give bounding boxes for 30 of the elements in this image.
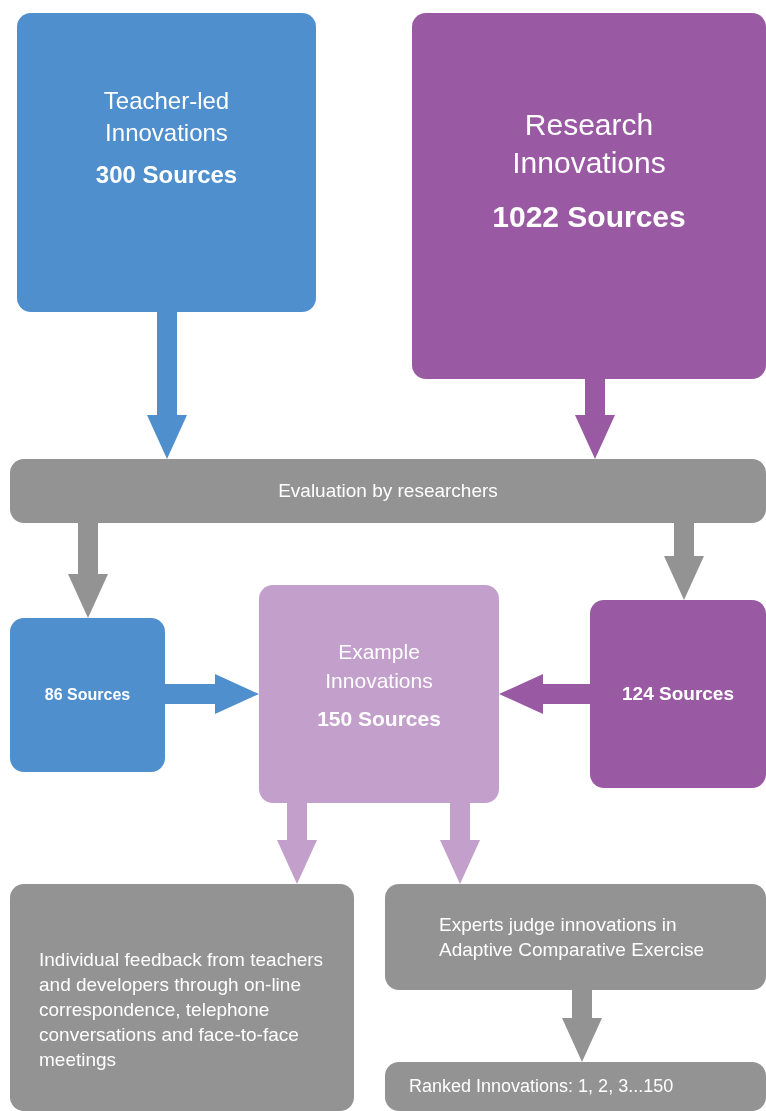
process-bar [10, 459, 766, 523]
node-title: 86 Sources [44, 685, 131, 705]
arrow [165, 674, 259, 714]
arrow [147, 312, 187, 459]
source-count: 300 Sources [95, 159, 238, 190]
source-count: 1022 Sources [492, 198, 686, 235]
node-title: Evaluation by researchers [278, 478, 498, 503]
node-title: Ranked Innovations: 1, 2, 3...150 [409, 1075, 675, 1098]
process-box [385, 884, 766, 990]
arrow [277, 803, 317, 884]
node-title: Research Innovations [511, 106, 667, 181]
node-title: Teacher-led Innovations [102, 85, 231, 148]
arrow [68, 523, 108, 618]
process-box [412, 13, 766, 379]
arrow [575, 379, 615, 459]
process-box [10, 884, 354, 1111]
node-title: Experts judge innovations in Adaptive Comparative Exercise [439, 913, 706, 962]
process-box [590, 600, 766, 788]
source-count: 150 Sources [317, 706, 441, 733]
node-title: Example Innovations [324, 639, 434, 695]
process-box [259, 585, 499, 803]
node-title: 124 Sources [622, 681, 734, 706]
arrow [664, 523, 704, 600]
process-box [385, 1062, 766, 1111]
arrow [499, 674, 590, 714]
arrow [440, 803, 480, 884]
arrow [562, 990, 602, 1062]
node-title: Individual feedback from teachers and developers through on-line correspondence, telephone conversations and face-to-face meetings [39, 948, 325, 1072]
process-box [10, 618, 165, 772]
process-box [17, 13, 316, 312]
